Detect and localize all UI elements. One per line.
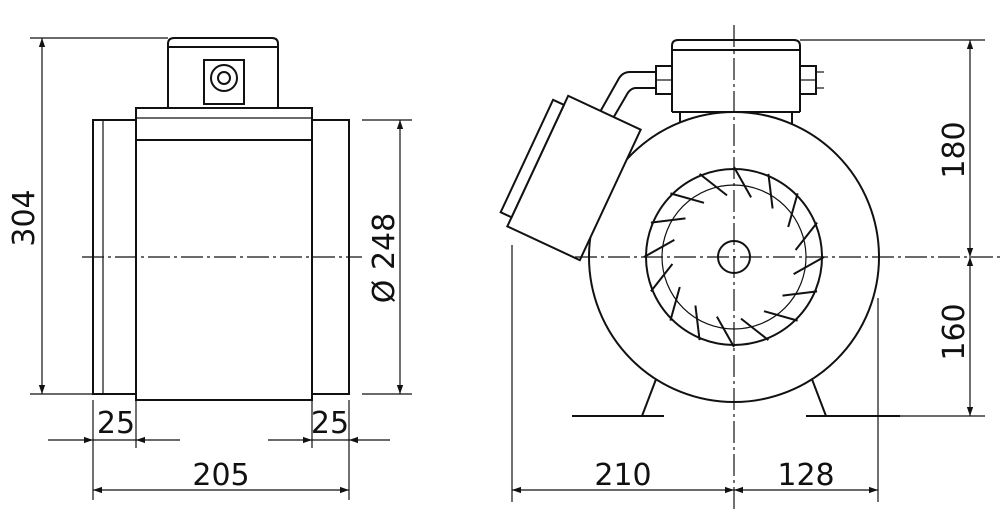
dim-motor-height-180: 180 [937, 121, 972, 178]
dim-total-length-205: 205 [192, 458, 249, 493]
dim-diameter-248: Ø 248 [367, 213, 402, 303]
impeller-blade [767, 173, 774, 209]
impeller-blade [669, 286, 681, 321]
impeller-blade [763, 310, 798, 322]
terminal-box [167, 37, 279, 108]
impeller-blade [650, 263, 674, 293]
mounting-feet [572, 373, 900, 417]
dim-left-flange-25: 25 [97, 406, 135, 441]
dim-width-128: 128 [777, 458, 834, 493]
dim-right-flange-25: 25 [311, 406, 349, 441]
dim-width-210: 210 [594, 458, 651, 493]
impeller-blade [733, 166, 752, 198]
impeller-blades [643, 166, 825, 348]
impeller-blade [793, 256, 825, 275]
impeller-blade [670, 192, 705, 204]
fan-housing-body [135, 107, 313, 401]
impeller-blade [787, 193, 799, 228]
terminal-box-tilted [499, 94, 643, 262]
impeller-blade [643, 239, 675, 258]
side-view: 304 Ø 248 25 25 205 [7, 37, 412, 500]
cable-gland-icon [210, 64, 238, 92]
impeller-blade [650, 217, 686, 224]
impeller-blade [698, 173, 728, 197]
impeller-blade [740, 317, 770, 341]
impeller-blade [694, 305, 701, 341]
front-view: 180 160 210 128 [499, 25, 1000, 510]
dim-height-304: 304 [7, 189, 42, 246]
impeller-blade [716, 316, 735, 348]
impeller-blade [782, 290, 818, 297]
impeller-blade [794, 221, 818, 251]
dim-lower-height-160: 160 [937, 303, 972, 360]
